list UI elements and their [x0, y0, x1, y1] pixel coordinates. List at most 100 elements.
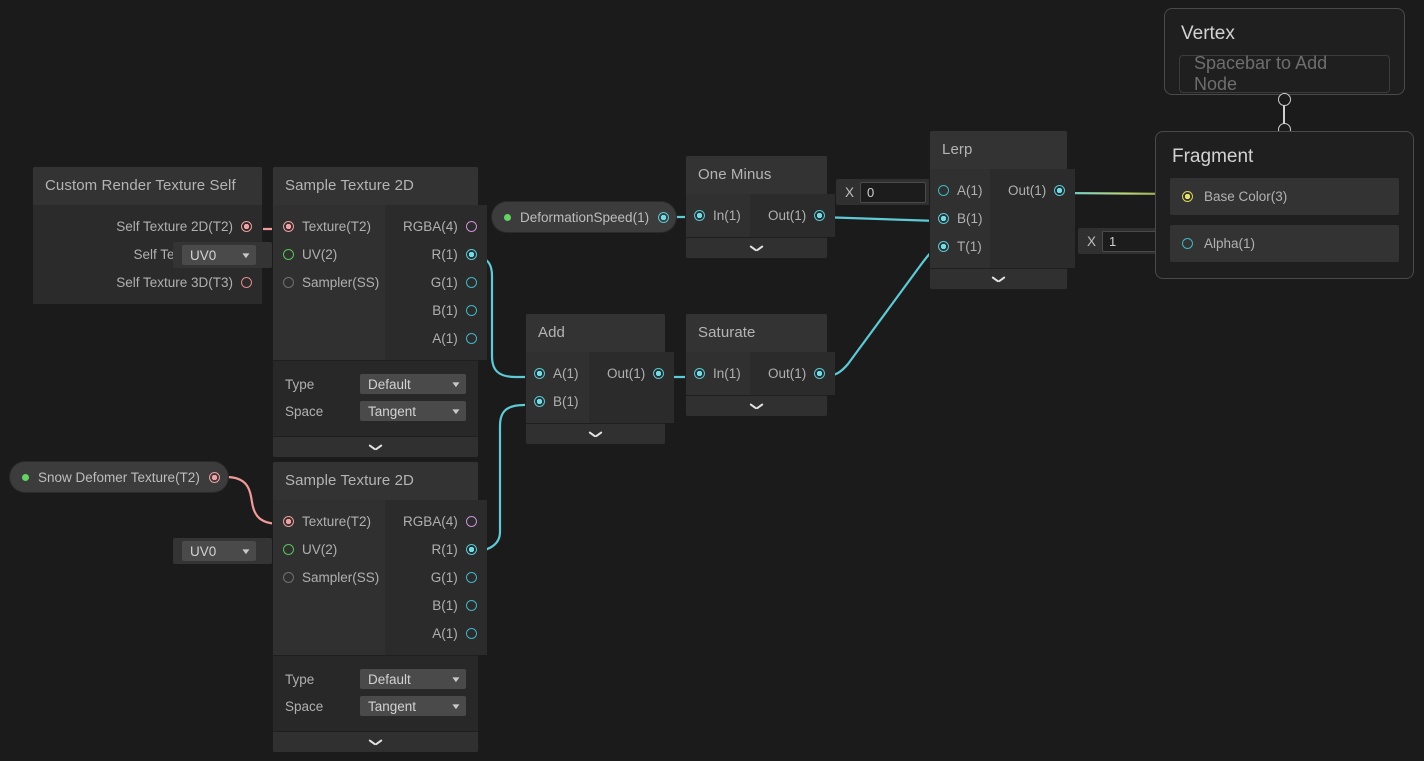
uv-dropdown-bottom[interactable]: UV0 ▼	[173, 538, 272, 564]
master-node-vertex[interactable]: Vertex Spacebar to Add Node	[1164, 8, 1405, 95]
port-row-r[interactable]: R(1)	[414, 240, 487, 268]
property-snow-deformer-texture[interactable]: Snow Defomer Texture(T2)	[10, 462, 228, 492]
node-add[interactable]: Add A(1) B(1) Out(1)	[526, 314, 675, 444]
type-select[interactable]: Default ▼	[360, 374, 466, 394]
port-uv-icon[interactable]	[283, 248, 294, 260]
port-label: T(1)	[957, 238, 982, 254]
port-row-out[interactable]: Out(1)	[750, 201, 835, 229]
port-texture-icon[interactable]	[283, 220, 294, 232]
port-row-self-texture-3d[interactable]: Self Texture 3D(T3)	[98, 268, 262, 296]
port-row-texture[interactable]: Texture(T2)	[273, 212, 385, 240]
collapse-toggle[interactable]	[273, 436, 478, 457]
port-row-a[interactable]: A(1)	[526, 359, 589, 387]
port-row-uv[interactable]: UV(2)	[273, 240, 385, 268]
port-out-icon[interactable]	[814, 367, 826, 379]
setting-space[interactable]: Space Tangent ▼	[285, 694, 466, 718]
port-self-texture-3d-icon[interactable]	[241, 276, 252, 288]
port-row-self-texture-2d[interactable]: Self Texture 2D(T2)	[98, 212, 262, 240]
collapse-toggle[interactable]	[273, 731, 478, 752]
collapse-toggle[interactable]	[686, 237, 827, 258]
port-texture-icon[interactable]	[283, 515, 294, 527]
uv-dropdown-top[interactable]: UV0 ▼	[173, 242, 272, 268]
lerp-a-input[interactable]: 0	[860, 181, 927, 203]
master-node-fragment[interactable]: Fragment Base Color(3) Alpha(1)	[1155, 131, 1414, 279]
port-row-out[interactable]: Out(1)	[589, 359, 674, 387]
uv-select-bottom[interactable]: UV0 ▼	[182, 541, 256, 561]
fragment-slot-alpha[interactable]: Alpha(1)	[1170, 225, 1399, 262]
output-ports: Out(1)	[750, 194, 836, 237]
fragment-alpha-input[interactable]: 1	[1102, 230, 1169, 252]
setting-space[interactable]: Space Tangent ▼	[285, 399, 466, 423]
port-row-rgba[interactable]: RGBA(4)	[385, 212, 487, 240]
node-sample-texture-2d-bottom[interactable]: Sample Texture 2D Texture(T2) UV(2) Samp…	[273, 462, 487, 752]
port-sampler-icon[interactable]	[283, 276, 294, 288]
port-g-icon[interactable]	[465, 571, 477, 583]
port-row-b[interactable]: B(1)	[526, 387, 589, 415]
port-row-g[interactable]: G(1)	[413, 268, 487, 296]
port-row-g[interactable]: G(1)	[413, 563, 487, 591]
port-row-b[interactable]: B(1)	[414, 296, 487, 324]
port-row-out[interactable]: Out(1)	[990, 176, 1075, 204]
port-row-b[interactable]: B(1)	[414, 591, 487, 619]
node-custom-render-texture-self[interactable]: Custom Render Texture Self Self Texture …	[33, 167, 262, 304]
port-a-icon[interactable]	[465, 627, 477, 639]
type-select[interactable]: Default ▼	[360, 669, 466, 689]
port-row-b[interactable]: B(1)	[930, 204, 990, 232]
node-lerp[interactable]: Lerp A(1) B(1) T(1) Out(1)	[930, 131, 1076, 289]
node-sample-texture-2d-top[interactable]: Sample Texture 2D Texture(T2) UV(2) Samp…	[273, 167, 487, 457]
port-row-sampler[interactable]: Sampler(SS)	[273, 563, 385, 591]
port-a-icon[interactable]	[534, 367, 545, 379]
port-r-icon[interactable]	[465, 543, 477, 555]
port-g-icon[interactable]	[465, 276, 477, 288]
setting-type[interactable]: Type Default ▼	[285, 372, 466, 396]
port-uv-icon[interactable]	[283, 543, 294, 555]
port-row-a[interactable]: A(1)	[930, 176, 990, 204]
port-row-texture[interactable]: Texture(T2)	[273, 507, 385, 535]
port-b-icon[interactable]	[534, 395, 545, 407]
port-self-texture-2d-icon[interactable]	[241, 220, 252, 232]
collapse-toggle[interactable]	[930, 268, 1067, 289]
port-out-icon[interactable]	[1054, 184, 1066, 196]
port-rgba-icon[interactable]	[465, 220, 477, 232]
port-r-icon[interactable]	[465, 248, 477, 260]
port-row-sampler[interactable]: Sampler(SS)	[273, 268, 385, 296]
uv-select-top[interactable]: UV0 ▼	[182, 245, 256, 265]
port-out-icon[interactable]	[653, 367, 665, 379]
collapse-toggle[interactable]	[686, 395, 827, 416]
vertex-add-node-placeholder[interactable]: Spacebar to Add Node	[1179, 53, 1390, 94]
port-b-icon[interactable]	[938, 212, 949, 224]
space-value: Tangent	[368, 403, 417, 419]
port-b-icon[interactable]	[465, 304, 477, 316]
port-in-icon[interactable]	[694, 209, 705, 221]
port-row-r[interactable]: R(1)	[414, 535, 487, 563]
node-one-minus[interactable]: One Minus In(1) Out(1)	[686, 156, 836, 258]
port-a-icon[interactable]	[465, 332, 477, 344]
port-t-icon[interactable]	[938, 240, 949, 252]
port-out-icon[interactable]	[814, 209, 826, 221]
node-saturate[interactable]: Saturate In(1) Out(1)	[686, 314, 836, 416]
property-output-port-icon[interactable]	[208, 471, 220, 483]
port-row-in[interactable]: In(1)	[686, 201, 750, 229]
space-select[interactable]: Tangent ▼	[360, 696, 466, 716]
port-rgba-icon[interactable]	[465, 515, 477, 527]
port-row-a[interactable]: A(1)	[414, 619, 487, 647]
collapse-toggle[interactable]	[526, 423, 665, 444]
space-select[interactable]: Tangent ▼	[360, 401, 466, 421]
port-sampler-icon[interactable]	[283, 571, 294, 583]
port-base-color-icon[interactable]	[1182, 191, 1193, 202]
port-row-uv[interactable]: UV(2)	[273, 535, 385, 563]
port-row-rgba[interactable]: RGBA(4)	[385, 507, 487, 535]
property-output-port-icon[interactable]	[658, 211, 670, 223]
port-in-icon[interactable]	[694, 367, 705, 379]
setting-type[interactable]: Type Default ▼	[285, 667, 466, 691]
port-a-icon[interactable]	[938, 184, 949, 196]
port-row-t[interactable]: T(1)	[930, 232, 990, 260]
fragment-slot-base-color[interactable]: Base Color(3)	[1170, 178, 1399, 215]
port-row-in[interactable]: In(1)	[686, 359, 750, 387]
port-b-icon[interactable]	[465, 599, 477, 611]
port-row-out[interactable]: Out(1)	[750, 359, 835, 387]
port-row-a[interactable]: A(1)	[414, 324, 487, 352]
property-deformation-speed[interactable]: DeformationSpeed(1)	[492, 202, 676, 232]
port-alpha-icon[interactable]	[1182, 238, 1193, 249]
